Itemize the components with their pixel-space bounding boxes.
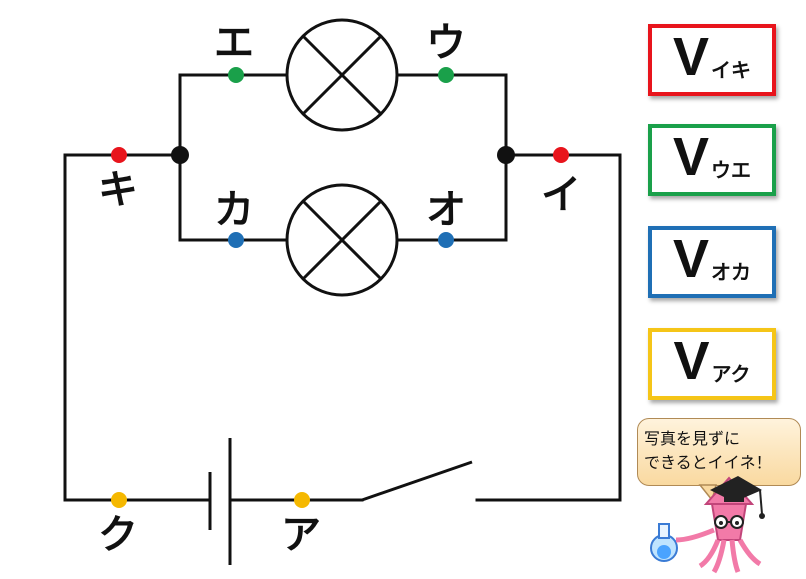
point-ku: [111, 492, 127, 508]
junction-left: [171, 146, 189, 164]
point-i: [553, 147, 569, 163]
label-a: ア: [281, 512, 321, 558]
lamp-bottom: [285, 183, 399, 297]
voltage-subscript: アク: [711, 362, 751, 386]
label-ka: カ: [214, 187, 254, 233]
point-a: [294, 492, 310, 508]
junction-right: [497, 146, 515, 164]
voltage-symbol: V: [672, 229, 710, 289]
label-ku: ク: [98, 512, 138, 558]
speech-line-2: できるとイイネ！: [644, 453, 772, 472]
battery-symbol: [208, 438, 232, 565]
wire-top-left: [178, 73, 289, 157]
speech-bubble: 写真を見ずに できるとイイネ！: [637, 418, 801, 486]
label-u: ウ: [426, 20, 466, 66]
wire-top-right: [395, 73, 508, 157]
voltage-subscript: イキ: [711, 58, 752, 82]
open-switch-symbol: [361, 460, 473, 502]
label-e: エ: [214, 20, 254, 66]
label-o: オ: [426, 187, 466, 233]
voltage-symbol: V: [672, 127, 710, 187]
wire-bottom-right: [395, 153, 508, 242]
point-e: [228, 67, 244, 83]
voltage-subscript: オカ: [711, 260, 752, 284]
voltage-subscript: ウエ: [711, 158, 752, 182]
point-o: [438, 232, 454, 248]
label-ki: キ: [98, 167, 138, 213]
speech-line-1: 写真を見ずに: [644, 429, 741, 448]
voltage-symbol: V: [673, 331, 710, 391]
voltage-symbol: V: [672, 27, 710, 87]
point-ki: [111, 147, 127, 163]
point-u: [438, 67, 454, 83]
wire-bottom-left: [178, 153, 289, 242]
point-ka: [228, 232, 244, 248]
label-i: イ: [541, 172, 581, 218]
lamp-top: [285, 18, 399, 132]
